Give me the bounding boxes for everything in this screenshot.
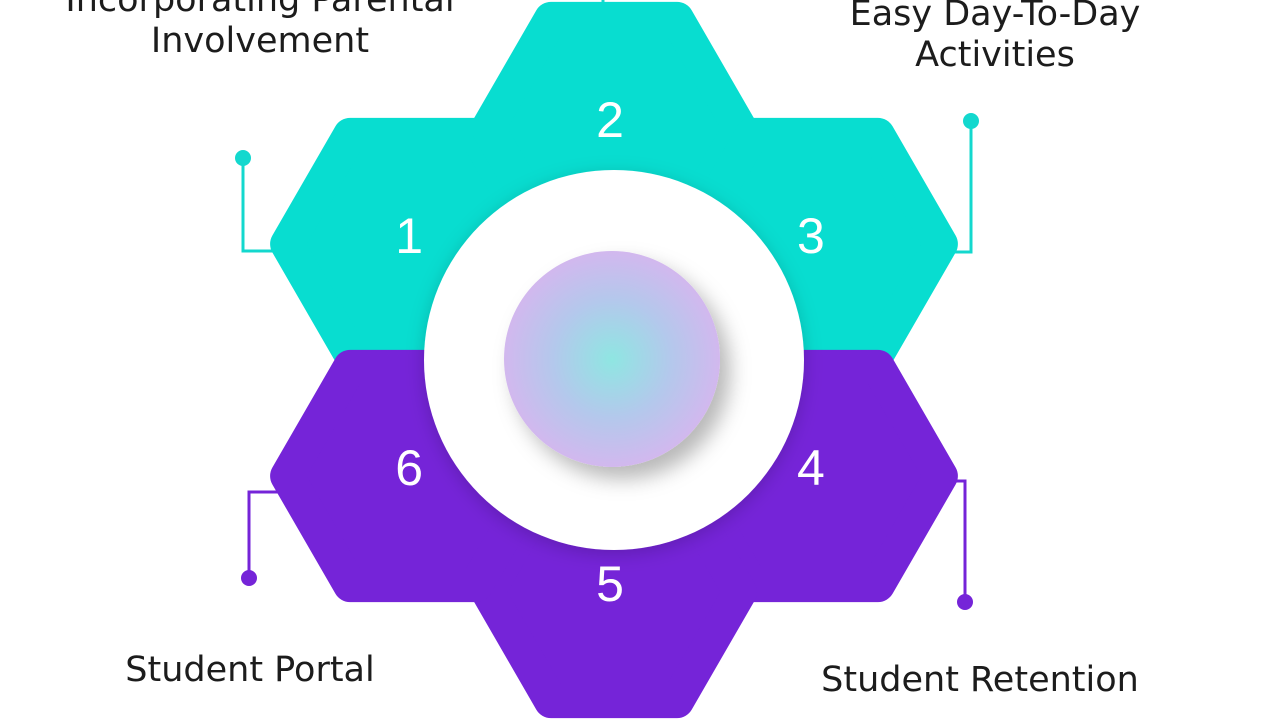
label-segment-3: Easy Day-To-Day Activities xyxy=(849,0,1141,75)
hexagon-number-3: 3 xyxy=(797,208,825,264)
center-orb xyxy=(504,251,720,467)
label-segment-1: Incorporating Parental Involvement xyxy=(65,0,455,61)
hexagon-number-2: 2 xyxy=(596,92,624,148)
connector-1 xyxy=(235,150,280,253)
connector-6 xyxy=(241,490,288,586)
connector-1-line xyxy=(241,158,280,253)
hexagon-number-1: 1 xyxy=(395,208,423,264)
hexagon-number-5: 5 xyxy=(596,556,624,612)
label-segment-6: Student Portal xyxy=(125,650,375,690)
connector-6-line xyxy=(247,490,288,578)
label-segment-4: Student Retention xyxy=(821,660,1139,700)
hexagon-number-4: 4 xyxy=(797,440,825,496)
connector-4-line xyxy=(948,479,967,602)
connector-4 xyxy=(948,479,973,610)
hexagon-number-6: 6 xyxy=(395,440,423,496)
